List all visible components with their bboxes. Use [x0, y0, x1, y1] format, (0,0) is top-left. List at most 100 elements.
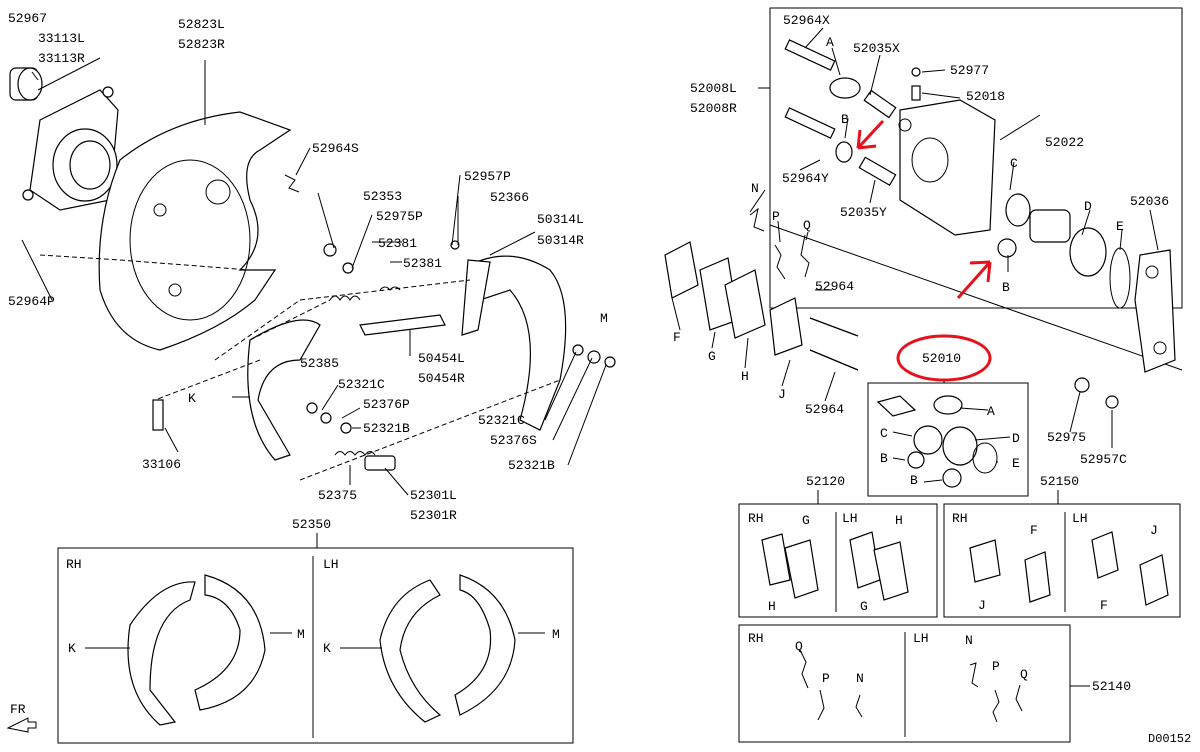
label-52975: 52975	[1047, 430, 1086, 445]
highlight-circle	[896, 334, 992, 382]
label-50314L: 50314L	[537, 212, 584, 227]
label-52301R: 52301R	[410, 508, 457, 523]
label-52120: 52120	[806, 474, 845, 489]
label-52977: 52977	[950, 63, 989, 78]
label-52008L: 52008L	[690, 81, 737, 96]
label-52975P: 52975P	[376, 209, 423, 224]
label-52150: 52150	[1040, 474, 1079, 489]
label-52140: 52140	[1092, 679, 1131, 694]
box-52140	[738, 624, 1071, 743]
label-50454R: 50454R	[418, 371, 465, 386]
label-H-52120-lh: H	[895, 513, 903, 528]
red-arrow-upper	[856, 119, 885, 150]
label-M-upper: M	[600, 311, 608, 326]
label-52964-b: 52964	[805, 402, 844, 417]
red-arrow-lower	[956, 260, 992, 299]
label-52957C: 52957C	[1080, 452, 1127, 467]
label-F-mid: F	[673, 330, 681, 345]
label-N-mid: N	[751, 181, 759, 196]
label-52036: 52036	[1130, 194, 1169, 209]
label-33113R: 33113R	[38, 51, 85, 66]
label-52964S: 52964S	[312, 141, 359, 156]
label-lh-shoes: LH	[323, 557, 339, 572]
backing-plate	[98, 111, 292, 351]
box-pads	[761, 531, 1169, 723]
label-52008R: 52008R	[690, 101, 737, 116]
label-52010: 52010	[922, 351, 961, 366]
label-J-52150-rh: J	[978, 598, 986, 613]
label-lh-52140: LH	[913, 631, 929, 646]
label-lh-52120: LH	[842, 511, 858, 526]
label-52376P: 52376P	[363, 397, 410, 412]
label-K-rh: K	[68, 641, 76, 656]
label-Q-52140-lh: Q	[1020, 667, 1028, 682]
label-52381-b: 52381	[403, 256, 442, 271]
label-52957P: 52957P	[464, 169, 511, 184]
label-C-caliper: C	[1010, 156, 1018, 171]
label-52022: 52022	[1045, 135, 1084, 150]
label-33113L: 33113L	[38, 31, 85, 46]
label-52823L: 52823L	[178, 17, 225, 32]
label-52385: 52385	[300, 356, 339, 371]
label-52035X: 52035X	[853, 41, 900, 56]
label-J-52150-lh: J	[1150, 523, 1158, 538]
label-E-kit: E	[1012, 456, 1020, 471]
label-K-lh: K	[323, 641, 331, 656]
shoe-box-52350	[57, 547, 574, 744]
label-52353: 52353	[363, 189, 402, 204]
label-F-52150-lh: F	[1100, 598, 1108, 613]
label-B-caliper-lower: B	[1002, 280, 1010, 295]
caliper-assembly	[784, 39, 1176, 373]
label-52035Y: 52035Y	[840, 205, 887, 220]
label-52375: 52375	[318, 488, 357, 503]
label-52018: 52018	[966, 89, 1005, 104]
shoe-pair-rh	[127, 574, 266, 726]
label-P-52140-lh: P	[992, 659, 1000, 674]
label-52321B-a: 52321B	[363, 421, 410, 436]
label-52823R: 52823R	[178, 37, 225, 52]
seal-kit-parts	[876, 395, 998, 488]
label-D-kit: D	[1012, 431, 1020, 446]
label-F-52150-rh: F	[1030, 523, 1038, 538]
label-Q-mid: Q	[803, 218, 811, 233]
label-52964Y: 52964Y	[782, 171, 829, 186]
label-fr: FR	[10, 702, 26, 717]
part-labels: 52967 33113L 33113R 52823L 52823R 52964S…	[8, 11, 1191, 746]
label-50314R: 50314R	[537, 233, 584, 248]
label-52964-a: 52964	[815, 279, 854, 294]
label-52301L: 52301L	[410, 488, 457, 503]
label-G-52120-lh: G	[860, 599, 868, 614]
box-52120	[738, 503, 938, 618]
label-52350: 52350	[292, 517, 331, 532]
label-A-caliper: A	[826, 35, 834, 50]
shoe-pair-lh	[379, 574, 516, 723]
label-52321C-a: 52321C	[338, 377, 385, 392]
pad-parts	[664, 207, 1119, 409]
label-B-kit-1: B	[880, 451, 888, 466]
label-N-52140-rh: N	[856, 671, 864, 686]
label-52321C-b: 52321C	[478, 413, 525, 428]
label-52964X: 52964X	[783, 13, 830, 28]
label-Q-52140-rh: Q	[795, 639, 803, 654]
label-D-caliper: D	[1084, 199, 1092, 214]
label-B-kit-2: B	[910, 473, 918, 488]
label-52967: 52967	[8, 11, 47, 26]
label-M-lh: M	[552, 627, 560, 642]
label-P-mid: P	[772, 209, 780, 224]
label-G-52120-rh: G	[802, 513, 810, 528]
label-rh-52120: RH	[748, 511, 764, 526]
label-E-caliper: E	[1116, 219, 1124, 234]
label-rh-52140: RH	[748, 631, 764, 646]
hub-assembly	[9, 67, 119, 211]
diagram-code: D00152	[1148, 732, 1191, 746]
label-33106: 33106	[142, 457, 181, 472]
label-J-mid: J	[778, 387, 786, 402]
label-P-52140-rh: P	[822, 671, 830, 686]
label-C-kit: C	[880, 426, 888, 441]
label-M-rh: M	[297, 627, 305, 642]
box-52150	[943, 503, 1181, 618]
label-rh-shoes: RH	[66, 557, 82, 572]
label-B-caliper-upper: B	[841, 112, 849, 127]
